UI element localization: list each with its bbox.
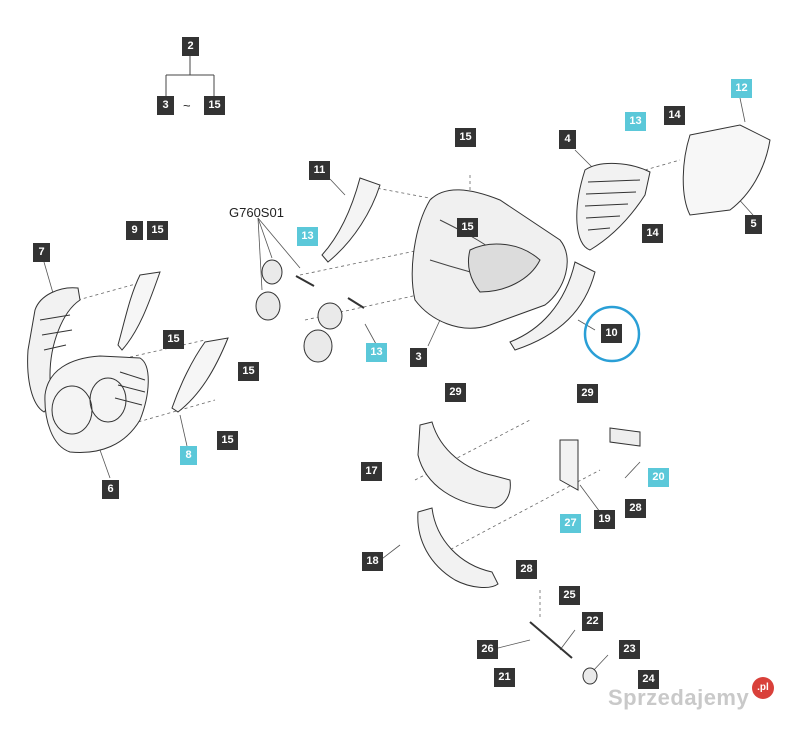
part-label-18: 18 bbox=[362, 552, 383, 571]
part-label-15-mid: 15 bbox=[457, 218, 478, 237]
part-label-20: 20 bbox=[648, 468, 669, 487]
part-label-29-left: 29 bbox=[445, 383, 466, 402]
part-label-17: 17 bbox=[361, 462, 382, 481]
part-label-28-left: 28 bbox=[516, 560, 537, 579]
part-label-14-top: 14 bbox=[664, 106, 685, 125]
group-code: G760S01 bbox=[229, 205, 284, 220]
part-label-26: 26 bbox=[477, 640, 498, 659]
part-label-8: 8 bbox=[180, 446, 197, 465]
part-label-25: 25 bbox=[559, 586, 580, 605]
part-label-15-low: 15 bbox=[217, 431, 238, 450]
part-label-14-mid: 14 bbox=[642, 224, 663, 243]
part-label-19: 19 bbox=[594, 510, 615, 529]
part-label-15-top: 15 bbox=[455, 128, 476, 147]
part-label-15-left-mid: 15 bbox=[163, 330, 184, 349]
part-label-11: 11 bbox=[309, 161, 330, 180]
part-label-2: 2 bbox=[182, 37, 199, 56]
part-label-28-right: 28 bbox=[625, 499, 646, 518]
part-label-13-low: 13 bbox=[366, 343, 387, 362]
part-label-12: 12 bbox=[731, 79, 752, 98]
part-label-3-range: 3 bbox=[157, 96, 174, 115]
part-label-15-left-top: 15 bbox=[147, 221, 168, 240]
part-label-22: 22 bbox=[582, 612, 603, 631]
watermark-badge: .pl bbox=[752, 677, 774, 699]
part-label-15-range: 15 bbox=[204, 96, 225, 115]
part-label-21: 21 bbox=[494, 668, 515, 687]
part-label-5: 5 bbox=[745, 215, 762, 234]
part-label-7: 7 bbox=[33, 243, 50, 262]
part-label-27: 27 bbox=[560, 514, 581, 533]
part-label-13-top: 13 bbox=[625, 112, 646, 131]
part-label-15-center: 15 bbox=[238, 362, 259, 381]
part-label-23: 23 bbox=[619, 640, 640, 659]
part-label-24: 24 bbox=[638, 670, 659, 689]
part-label-29-right: 29 bbox=[577, 384, 598, 403]
part-label-13-mid: 13 bbox=[297, 227, 318, 246]
range-tilde: ~ bbox=[183, 98, 191, 113]
part-label-3: 3 bbox=[410, 348, 427, 367]
part-label-10: 10 bbox=[601, 324, 622, 343]
watermark-text: Sprzedajemy bbox=[608, 685, 750, 710]
part-label-9: 9 bbox=[126, 221, 143, 240]
part-label-4: 4 bbox=[559, 130, 576, 149]
part-label-6: 6 bbox=[102, 480, 119, 499]
